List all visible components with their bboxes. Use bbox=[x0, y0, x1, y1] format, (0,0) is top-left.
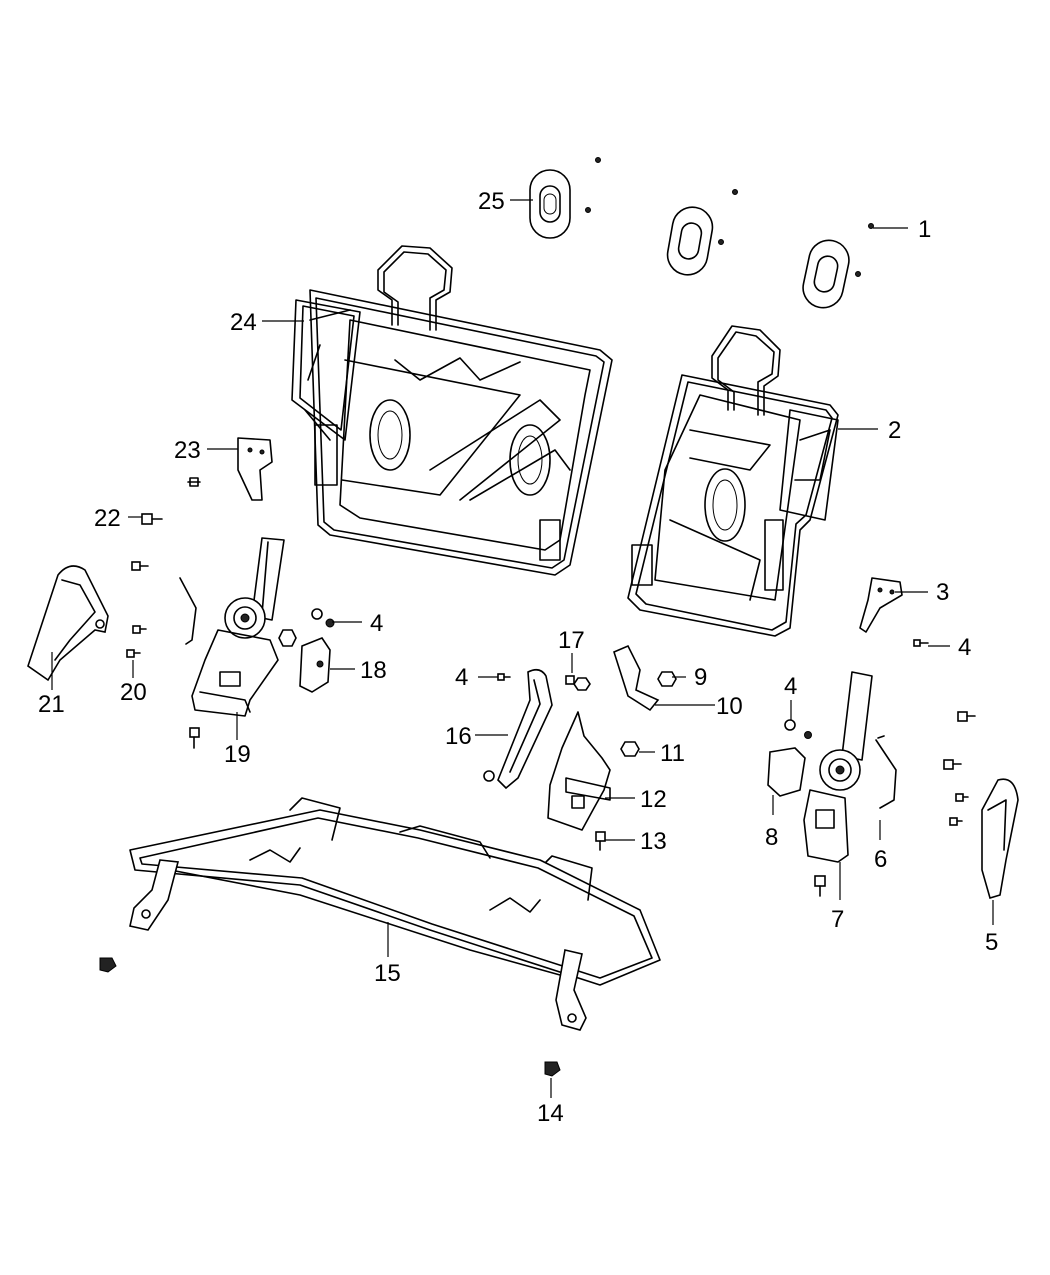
callout-8: 8 bbox=[765, 824, 778, 851]
callout-17: 17 bbox=[558, 627, 585, 654]
callout-11: 11 bbox=[660, 740, 685, 767]
recliner-assembly-7 bbox=[803, 671, 873, 863]
callout-14: 14 bbox=[537, 1100, 564, 1127]
bracket-12 bbox=[547, 711, 611, 831]
callout-18: 18 bbox=[360, 657, 387, 684]
headrest-guide-sleeve-left bbox=[529, 169, 571, 239]
retaining-pins bbox=[585, 157, 874, 277]
callout-5: 5 bbox=[985, 929, 998, 956]
headrest-guide-sleeve-right bbox=[802, 239, 850, 309]
latch-bracket-18 bbox=[299, 637, 331, 693]
seat-back-frame-small bbox=[627, 325, 839, 637]
side-cover-5 bbox=[981, 778, 1019, 899]
callout-4-d: 4 bbox=[455, 664, 468, 691]
callout-16: 16 bbox=[445, 723, 472, 750]
cable-6 bbox=[875, 735, 897, 809]
bracket-3 bbox=[859, 577, 903, 633]
callout-25: 25 bbox=[478, 188, 505, 215]
cushion-frame-15 bbox=[129, 797, 661, 1031]
side-cover-21 bbox=[27, 565, 109, 682]
callout-labels: 1 2 3 4 4 4 4 5 6 7 8 9 10 11 12 13 14 1… bbox=[38, 188, 998, 1127]
callout-3: 3 bbox=[936, 579, 949, 606]
callout-6: 6 bbox=[874, 846, 887, 873]
callout-19: 19 bbox=[224, 741, 251, 768]
callout-4-b: 4 bbox=[958, 634, 971, 661]
callout-2: 2 bbox=[888, 417, 901, 444]
latch-8 bbox=[767, 747, 806, 797]
bracket-23 bbox=[187, 437, 273, 501]
fasteners bbox=[99, 513, 976, 1077]
leader-lines bbox=[51, 199, 994, 1098]
callout-12: 12 bbox=[640, 786, 667, 813]
callout-23: 23 bbox=[174, 437, 201, 464]
callout-1: 1 bbox=[918, 216, 931, 243]
callout-4-a: 4 bbox=[370, 610, 383, 637]
callout-4-c: 4 bbox=[784, 673, 797, 700]
callout-20: 20 bbox=[120, 679, 147, 706]
plate-10 bbox=[613, 644, 660, 712]
callout-9: 9 bbox=[694, 664, 707, 691]
callout-13: 13 bbox=[640, 828, 667, 855]
headrest-guide-sleeve-center bbox=[666, 206, 714, 276]
callout-7: 7 bbox=[831, 906, 844, 933]
seat-back-frame-large bbox=[291, 245, 613, 576]
callout-21: 21 bbox=[38, 691, 65, 718]
callout-15: 15 bbox=[374, 960, 401, 987]
callout-24: 24 bbox=[230, 309, 257, 336]
callout-10: 10 bbox=[716, 693, 743, 720]
callout-22: 22 bbox=[94, 505, 121, 532]
strap-16 bbox=[497, 668, 553, 790]
recliner-assembly-19 bbox=[179, 537, 285, 717]
